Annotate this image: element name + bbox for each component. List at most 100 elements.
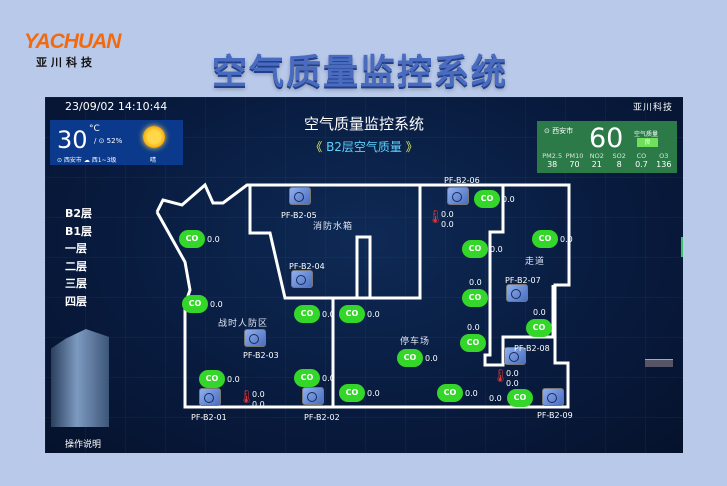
temperature-value: 0.0 xyxy=(506,369,519,378)
co-sensor-icon[interactable]: CO xyxy=(528,321,550,335)
fan-icon[interactable] xyxy=(244,329,266,347)
co-value: 0.0 xyxy=(490,245,503,254)
weather-location: ⊙ 西安市 ☁ 西1~3级 xyxy=(57,157,117,164)
room-label: 战时人防区 xyxy=(218,319,269,329)
metric-name: PM2.5 xyxy=(542,152,563,160)
fan-label: PF-B2-01 xyxy=(191,413,227,422)
fan-label: PF-B2-05 xyxy=(281,211,317,220)
thermometer-icon[interactable]: 🌡 xyxy=(492,369,509,384)
co-sensor-icon[interactable]: CO xyxy=(534,232,556,246)
help-button[interactable]: 操作说明 xyxy=(65,440,102,450)
metric-name: O3 xyxy=(659,152,669,160)
metric-value: 0.7 xyxy=(635,160,648,169)
co-sensor-icon[interactable]: CO xyxy=(296,307,318,321)
co-sensor-icon[interactable]: CO xyxy=(464,291,486,305)
co-value: 0.0 xyxy=(533,308,546,317)
subtitle-text: B2层空气质量 xyxy=(326,140,402,154)
fan-icon[interactable] xyxy=(542,388,564,406)
co-value: 0.0 xyxy=(467,323,480,332)
thermometer-icon[interactable]: 🌡 xyxy=(238,390,255,405)
humidity: / ⊙ 52% xyxy=(94,137,123,145)
co-sensor-icon[interactable]: CO xyxy=(464,242,486,256)
fan-icon[interactable] xyxy=(504,347,526,365)
weather-condition: 晴 xyxy=(150,157,157,164)
temperature-value: 0.0 xyxy=(252,390,265,399)
aq-level-badge: 良 xyxy=(637,138,658,147)
metric-name: PM10 xyxy=(565,152,584,160)
fan-icon[interactable] xyxy=(302,387,324,405)
co-sensor-icon[interactable]: CO xyxy=(399,351,421,365)
co-sensor-icon[interactable]: CO xyxy=(341,307,363,321)
datetime: 23/09/02 14:10:44 xyxy=(65,100,168,113)
brand-label: 亚川科技 xyxy=(632,103,673,113)
fan-label: PF-B2-09 xyxy=(537,411,573,420)
floor-item[interactable]: B2层 xyxy=(65,207,93,220)
thermometer-icon[interactable]: 🌡 xyxy=(427,210,444,225)
fan-label: PF-B2-06 xyxy=(444,176,480,185)
co-value: 0.0 xyxy=(322,374,335,383)
metric-value: 136 xyxy=(656,160,672,169)
logo-text-b: CHUAN xyxy=(49,30,122,53)
co-value: 0.0 xyxy=(502,195,515,204)
fan-icon[interactable] xyxy=(506,284,528,302)
floor-item[interactable]: B1层 xyxy=(65,224,93,238)
co-sensor-icon[interactable]: CO xyxy=(181,232,203,246)
co-value: 0.0 xyxy=(560,235,573,244)
floor-item[interactable]: 四层 xyxy=(65,294,87,308)
logo-cn: 亚川科技 xyxy=(36,56,96,69)
co-sensor-icon[interactable]: CO xyxy=(184,297,206,311)
fan-label: PF-B2-07 xyxy=(505,276,541,285)
floor-item[interactable]: 三层 xyxy=(65,277,87,290)
fan-label: PF-B2-08 xyxy=(514,344,550,353)
co-value: 0.0 xyxy=(210,300,223,309)
co-sensor-icon[interactable]: CO xyxy=(296,371,318,385)
weather-panel: 30 °C / ⊙ 52% ⊙ 西安市 ☁ 西1~3级 晴 xyxy=(50,120,183,165)
room-label: 消防水箱 xyxy=(313,222,354,232)
co-value: 0.0 xyxy=(367,310,380,319)
fan-icon[interactable] xyxy=(289,187,311,205)
floor-item[interactable]: 二层 xyxy=(65,259,87,273)
co-sensor-icon[interactable]: CO xyxy=(462,336,484,350)
mini-toolbar[interactable] xyxy=(645,359,673,367)
metric-name: SO2 xyxy=(612,152,626,160)
bracket-left: 《 xyxy=(310,140,323,154)
temperature: 30 xyxy=(57,126,88,154)
temperature-value: 0.0 xyxy=(441,210,454,219)
aq-location: ⊙ 西安市 xyxy=(544,127,574,135)
floor-item[interactable]: 一层 xyxy=(65,242,87,255)
sun-icon xyxy=(143,126,165,148)
metric-name: NO2 xyxy=(589,152,604,160)
room-label: 走道 xyxy=(525,257,546,267)
metric-value: 70 xyxy=(569,160,580,169)
metric-value: 8 xyxy=(616,160,622,169)
company-logo: YACHUAN 亚川科技 xyxy=(24,30,124,70)
co-value: 0.0 xyxy=(489,394,502,403)
fan-label: PF-B2-03 xyxy=(243,351,279,360)
fan-icon[interactable] xyxy=(447,187,469,205)
co-value: 0.0 xyxy=(469,278,482,287)
fan-icon[interactable] xyxy=(199,388,221,406)
floor-list: B2层 B1层一层二层三层四层 xyxy=(65,205,92,310)
fan-icon[interactable] xyxy=(291,270,313,288)
fan-label: PF-B2-02 xyxy=(304,413,340,422)
bracket-right: 》 xyxy=(405,140,418,154)
co-value: 0.0 xyxy=(425,354,438,363)
co-value: 0.0 xyxy=(227,375,240,384)
co-sensor-icon[interactable]: CO xyxy=(439,386,461,400)
floor-plan xyxy=(155,182,571,409)
logo-text-a: YA xyxy=(24,30,51,53)
co-value: 0.0 xyxy=(465,389,478,398)
co-sensor-icon[interactable]: CO xyxy=(201,372,223,386)
metric-name: CO xyxy=(636,152,647,160)
co-sensor-icon[interactable]: CO xyxy=(341,386,363,400)
co-value: 0.0 xyxy=(322,310,335,319)
humidity-value: 0.0 xyxy=(252,400,265,409)
co-sensor-icon[interactable]: CO xyxy=(509,391,531,405)
floor-subtitle: 《 B2层空气质量 》 xyxy=(45,138,683,155)
co-sensor-icon[interactable]: CO xyxy=(476,192,498,206)
